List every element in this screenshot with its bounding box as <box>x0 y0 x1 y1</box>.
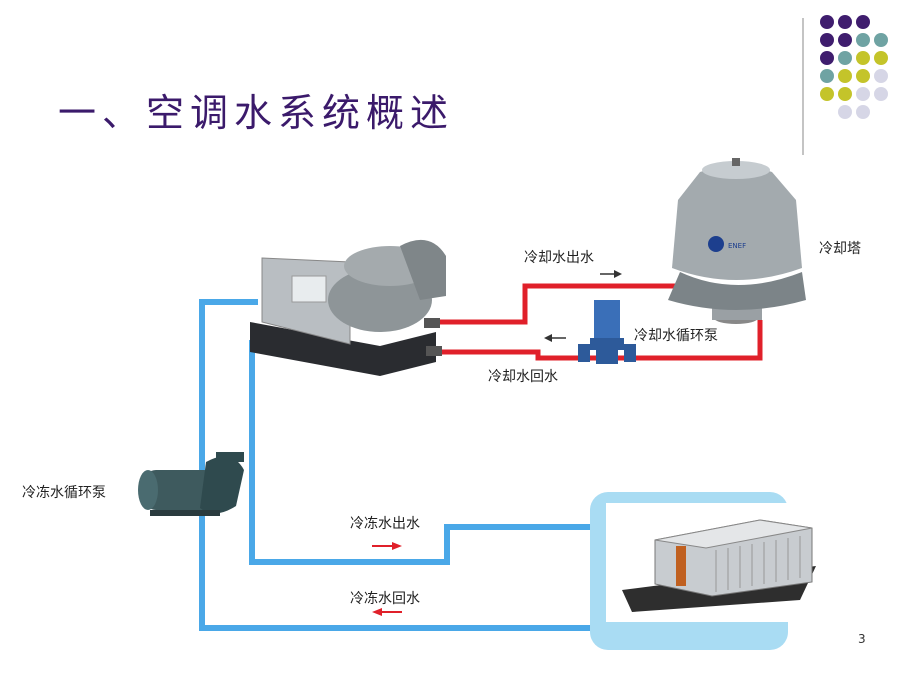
decorative-dot <box>874 87 888 101</box>
decorative-dot <box>838 15 852 29</box>
chiller-unit-illustration <box>250 239 446 376</box>
decorative-dot <box>856 33 870 47</box>
cooling-out-arrow <box>600 270 622 278</box>
decorative-dot-grid <box>820 15 888 119</box>
decorative-dot <box>838 33 852 47</box>
chilled-water-return-pipe <box>199 299 592 631</box>
decorative-dot <box>838 69 852 83</box>
cooling-water-pipes <box>428 283 763 361</box>
label-cooling-water-pump: 冷却水循环泵 <box>634 328 718 344</box>
decorative-dot <box>856 87 870 101</box>
label-chilled-water-return: 冷冻水回水 <box>350 591 420 607</box>
decorative-dot <box>820 33 834 47</box>
slide-title: 一、空调水系统概述 <box>58 91 455 135</box>
label-chilled-water-pump: 冷冻水循环泵 <box>22 485 106 501</box>
decorative-dot <box>856 15 870 29</box>
label-cooling-water-out: 冷却水出水 <box>524 250 594 266</box>
decorative-dot <box>838 87 852 101</box>
decorative-dot <box>856 69 870 83</box>
decorative-dot <box>874 33 888 47</box>
decorative-dot <box>820 87 834 101</box>
chilled-water-out-pipe <box>249 340 592 565</box>
chilled-out-arrow <box>372 542 402 550</box>
decorative-dot <box>838 51 852 65</box>
label-chilled-water-out: 冷冻水出水 <box>350 516 420 532</box>
chilled-return-arrow <box>372 608 402 616</box>
chilled-water-pump-illustration <box>138 452 244 516</box>
decorative-dot <box>856 105 870 119</box>
fan-coil-unit <box>590 492 824 650</box>
cooling-water-return-pipe <box>432 320 763 361</box>
decorative-dot <box>820 69 834 83</box>
cooling-return-arrow <box>544 334 566 342</box>
decorative-dot <box>874 51 888 65</box>
decorative-dot <box>838 105 852 119</box>
decorative-dot <box>874 69 888 83</box>
label-cooling-water-return: 冷却水回水 <box>488 369 558 385</box>
svg-text:ENEF: ENEF <box>728 242 746 250</box>
cooling-water-out-pipe <box>428 283 690 325</box>
cooling-tower-illustration: ENEF <box>668 158 806 324</box>
page-number: 3 <box>858 632 866 646</box>
cooling-water-pump-illustration <box>578 300 636 364</box>
decorative-dot <box>820 51 834 65</box>
decorative-dot <box>856 51 870 65</box>
chilled-water-pipes <box>199 299 592 631</box>
flow-arrows <box>372 270 622 616</box>
label-cooling-tower: 冷却塔 <box>819 241 861 257</box>
decorative-dot <box>820 15 834 29</box>
